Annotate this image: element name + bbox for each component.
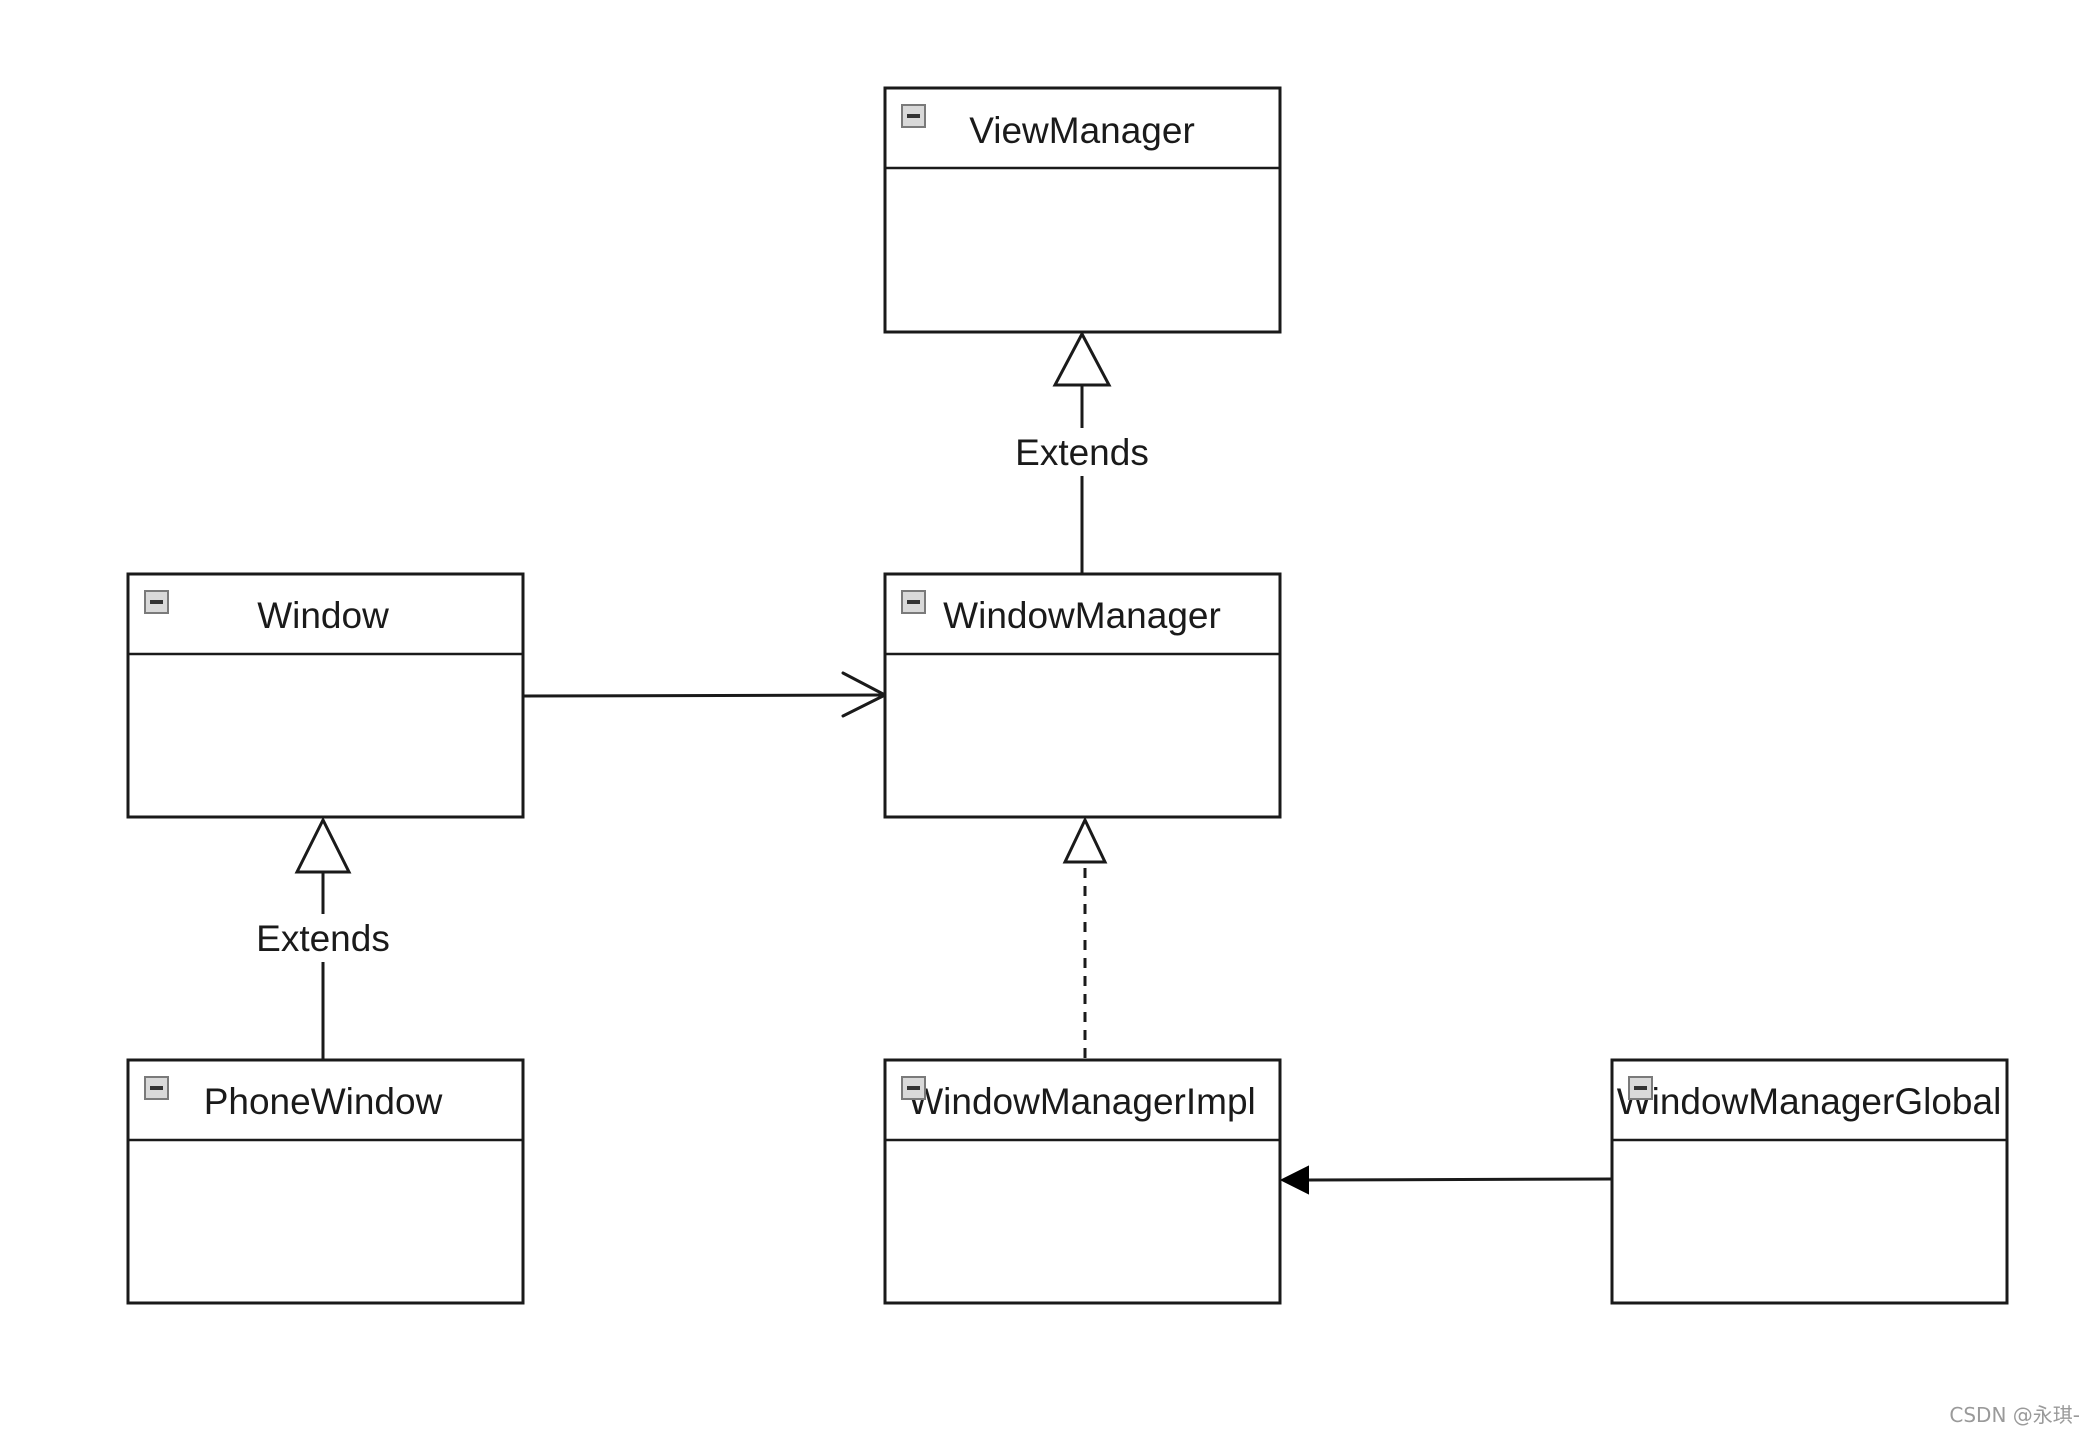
class-box-viewmanager[interactable]: ViewManager xyxy=(883,86,1282,334)
class-box-phonewindow[interactable]: PhoneWindow xyxy=(126,1058,525,1305)
collapse-minus-icon[interactable] xyxy=(901,590,926,614)
class-name: Window xyxy=(257,595,389,636)
collapse-minus-icon[interactable] xyxy=(144,1076,169,1100)
watermark: CSDN @永琪- xyxy=(1949,1403,2080,1427)
class-box-windowmanagerglobal[interactable]: WindowManagerGlobal xyxy=(1610,1058,2009,1305)
edge-windowmanagerglobal-to-windowmanagerimpl xyxy=(1279,1165,1613,1195)
class-name: PhoneWindow xyxy=(204,1081,443,1122)
edge-windowmanager-extends-viewmanager: Extends xyxy=(1010,330,1154,574)
generalization-arrowhead xyxy=(294,816,352,874)
realization-arrowhead xyxy=(1062,816,1108,864)
class-name: WindowManagerImpl xyxy=(908,1081,1256,1122)
class-box-windowmanager[interactable]: WindowManager xyxy=(883,572,1282,819)
edge-windowmanagerimpl-implements-windowmanager xyxy=(1062,816,1108,1058)
collapse-minus-icon[interactable] xyxy=(901,104,926,128)
class-name: WindowManager xyxy=(943,595,1221,636)
collapse-minus-icon[interactable] xyxy=(901,1076,926,1100)
edge-label-extends: Extends xyxy=(1015,432,1149,473)
filled-arrowhead xyxy=(1279,1165,1309,1195)
class-box-window[interactable]: Window xyxy=(126,572,525,819)
collapse-minus-icon[interactable] xyxy=(144,590,169,614)
generalization-arrowhead xyxy=(1052,330,1112,387)
edge-phonewindow-extends-window: Extends xyxy=(251,816,395,1060)
class-name: ViewManager xyxy=(969,110,1195,151)
edge-label-extends: Extends xyxy=(256,918,390,959)
edge-window-to-windowmanager xyxy=(522,671,887,718)
collapse-minus-icon[interactable] xyxy=(1628,1076,1653,1100)
class-name: WindowManagerGlobal xyxy=(1617,1081,2002,1122)
class-box-windowmanagerimpl[interactable]: WindowManagerImpl xyxy=(883,1058,1282,1305)
